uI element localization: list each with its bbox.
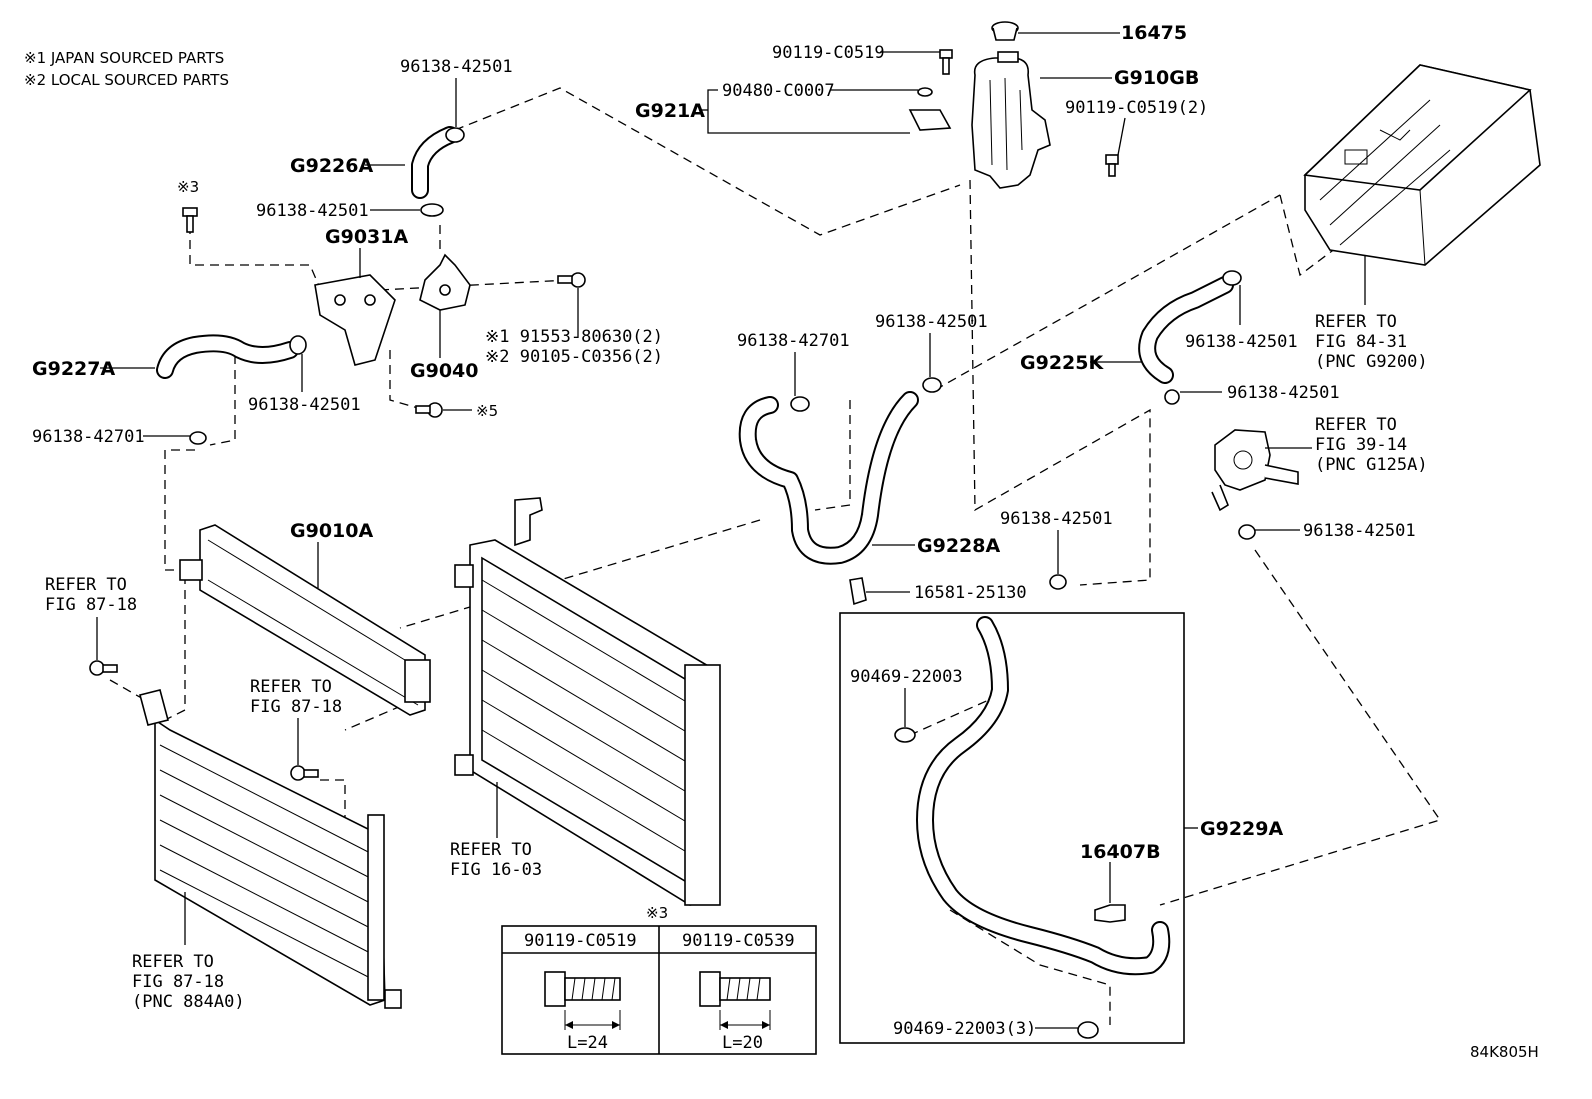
label-refer-39-3: (PNC G125A) [1315,455,1428,475]
hose-g9229a[interactable] [916,616,1171,976]
clamp-96138-box[interactable] [1049,574,1067,590]
bolt-mark3[interactable] [182,207,198,233]
label-refer-16-2: FIG 16-03 [450,860,542,880]
label-16581-25130: 16581-25130 [914,583,1027,603]
clamp-96138-42701-left[interactable] [189,431,207,445]
bolt-refer-87a[interactable] [89,660,118,676]
water-pump-assembly[interactable] [1211,429,1299,512]
label-96138-right-b: 96138-42501 [1227,383,1340,403]
bolt-90119-c0519-drawing [544,971,621,1030]
bolt-refer-87b[interactable] [290,765,319,781]
hose-g9226a[interactable] [411,126,459,199]
ac-condenser[interactable] [139,689,402,1009]
clamp-96138-right-a[interactable] [1222,270,1242,286]
bolt-mark5[interactable] [415,402,443,418]
inverter-assembly[interactable] [1303,64,1541,266]
label-refer-39-2: FIG 39-14 [1315,435,1407,455]
note-japan-sourced: ※1 JAPAN SOURCED PARTS [24,49,224,67]
label-90469-22003-a: 90469-22003 [850,667,963,687]
assembly-dashed-lines [109,87,1442,1025]
hose-g9228a[interactable] [738,391,919,565]
label-90119-c0519-top: 90119-C0519 [772,43,885,63]
label-16475: 16475 [1121,22,1187,44]
label-refer-87a-1: REFER TO [45,575,127,595]
note-local-sourced: ※2 LOCAL SOURCED PARTS [24,71,229,89]
label-refer-39-1: REFER TO [1315,415,1397,435]
label-refer-84-3: (PNC G9200) [1315,352,1428,372]
label-g9228a: G9228A [917,535,1000,557]
clamp-96138-b[interactable] [420,203,444,217]
label-mark3: ※3 [177,178,199,196]
label-refer-87b-2: FIG 87-18 [250,697,342,717]
label-90119-c0519-2: 90119-C0519(2) [1065,98,1208,118]
clamp-96138-right-b[interactable] [1164,389,1180,405]
reservoir-cap[interactable] [991,21,1019,41]
bolt-length-table: ※3 90119-C0519 90119-C0539 L=24 L=20 [501,904,817,1055]
hose-g9227a[interactable] [156,334,299,379]
label-96138-b: 96138-42501 [256,201,369,221]
reservoir-tank[interactable] [971,51,1051,189]
clip-16581[interactable] [849,577,867,606]
label-refer-87a-2: FIG 87-18 [45,595,137,615]
label-refer-84-1: REFER TO [1315,312,1397,332]
radiator[interactable] [454,497,721,906]
hose-g9225k[interactable] [1138,276,1234,384]
bolt-91553[interactable] [557,272,586,288]
label-96138-c: 96138-42501 [248,395,361,415]
label-96138-top: 96138-42501 [400,57,513,77]
label-mark5: ※5 [476,402,498,420]
label-g9227a: G9227A [32,358,115,380]
label-g921a: G921A [635,100,705,122]
clamp-90469-a[interactable] [894,727,916,743]
bolt-table-col2: 90119-C0539 [682,931,795,951]
label-16407b: 16407B [1080,841,1161,863]
label-g910gb: G910GB [1114,67,1199,89]
bolt-table-mark: ※3 [646,904,668,922]
clamp-96138-mid[interactable] [922,377,942,393]
sensor-16407b[interactable] [1094,904,1126,923]
label-refer-884-3: (PNC 884A0) [132,992,245,1012]
label-90469-22003-3: 90469-22003(3) [893,1019,1036,1039]
label-g9229a: G9229A [1200,818,1283,840]
bolt-table-len1: L=24 [567,1033,608,1053]
label-refer-84-2: FIG 84-31 [1315,332,1407,352]
label-refer-884-2: FIG 87-18 [132,972,224,992]
bolt-90119-top[interactable] [939,49,953,75]
clamp-96138-c[interactable] [289,335,307,355]
label-96138-mid: 96138-42501 [875,312,988,332]
clamp-96138-top[interactable] [445,127,465,143]
bolt-table-len2: L=20 [722,1033,763,1053]
label-90105-c0356: ※2 90105-C0356(2) [485,347,663,367]
label-g9226a: G9226A [290,155,373,177]
label-96138-box: 96138-42501 [1000,509,1113,529]
diagram-code: 84K805H [1470,1043,1539,1061]
bracket-g9031a[interactable] [314,274,396,366]
clamp-96138-right-c[interactable] [1238,524,1256,540]
label-91553-80630: ※1 91553-80630(2) [485,327,663,347]
label-96138-right-a: 96138-42501 [1185,332,1298,352]
label-refer-16-1: REFER TO [450,840,532,860]
label-g9031a: G9031A [325,226,408,248]
cooler-g9010a[interactable] [179,524,431,716]
label-g9040: G9040 [410,360,478,382]
bolt-90119-right[interactable] [1105,154,1119,177]
bracket-g921a[interactable] [908,87,952,131]
label-refer-884-1: REFER TO [132,952,214,972]
label-g9225k: G9225K [1020,352,1104,374]
clamp-90469-b[interactable] [1077,1021,1099,1039]
bolt-90119-c0539-drawing [699,971,771,1030]
bolt-table-col1: 90119-C0519 [524,931,637,951]
valve-g9040[interactable] [419,253,471,311]
clamp-96138-42701-mid[interactable] [790,396,810,412]
label-96138-42701-mid: 96138-42701 [737,331,850,351]
label-refer-87b-1: REFER TO [250,677,332,697]
label-g9010a: G9010A [290,520,373,542]
label-96138-right-c: 96138-42501 [1303,521,1416,541]
label-96138-42701-left: 96138-42701 [32,427,145,447]
label-90480-c0007: 90480-C0007 [722,81,835,101]
